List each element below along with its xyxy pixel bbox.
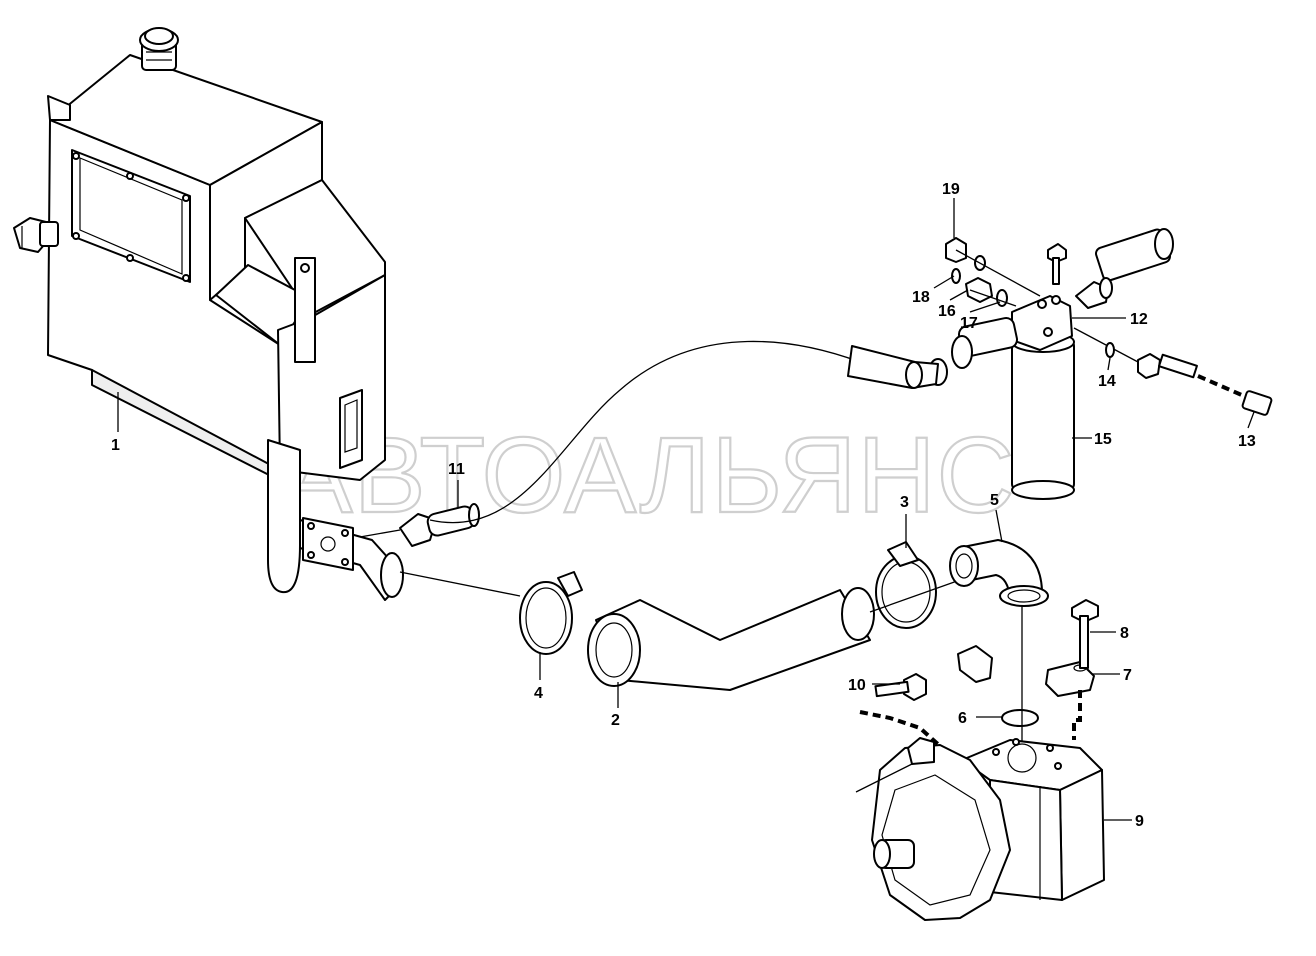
hydraulic-pump xyxy=(871,737,1105,921)
callout-17: 17 xyxy=(960,315,978,332)
return-line-path xyxy=(429,340,861,524)
callout-6: 6 xyxy=(958,710,967,727)
elbow-fitting xyxy=(949,539,1049,607)
callout-labels: 1 2 3 4 5 6 7 8 9 10 11 12 13 14 15 16 1… xyxy=(111,181,1256,830)
callout-2: 2 xyxy=(611,712,620,729)
callout-12: 12 xyxy=(1130,311,1148,328)
callout-4: 4 xyxy=(534,685,543,702)
callout-11: 11 xyxy=(448,461,465,478)
filter-port-fittings xyxy=(1075,228,1174,309)
flange-bolt xyxy=(1071,599,1099,669)
hose-clamp-left xyxy=(519,571,583,655)
callout-16: 16 xyxy=(938,303,956,320)
callout-18: 18 xyxy=(912,289,930,306)
o-ring xyxy=(1001,709,1039,727)
callout-7: 7 xyxy=(1123,667,1132,684)
callout-15: 15 xyxy=(1094,431,1112,448)
callout-19: 19 xyxy=(942,181,960,198)
callout-8: 8 xyxy=(1120,625,1129,642)
callout-3: 3 xyxy=(900,494,909,511)
sealing-washer xyxy=(1105,342,1115,358)
filter-plugs-and-seals xyxy=(945,237,1008,307)
callout-leaders xyxy=(117,198,1255,821)
pressure-sensor xyxy=(1137,353,1273,416)
suction-line-path xyxy=(399,571,521,597)
callout-9: 9 xyxy=(1135,813,1144,830)
watermark-text: АВТОАЛЬЯНС xyxy=(281,414,1016,535)
hose-clamp-right xyxy=(875,541,937,629)
breather-fitting xyxy=(399,503,480,547)
return-hose-end xyxy=(847,345,939,389)
filter-head-bolt xyxy=(1047,243,1067,285)
pump-bolt xyxy=(874,673,927,701)
suction-hose xyxy=(587,587,875,691)
callout-5: 5 xyxy=(990,492,999,509)
callout-1: 1 xyxy=(111,437,120,454)
callout-14: 14 xyxy=(1098,373,1116,390)
callout-13: 13 xyxy=(1238,433,1256,450)
callout-10: 10 xyxy=(848,677,866,694)
flange-clamp xyxy=(957,645,1095,697)
hydraulic-tank xyxy=(13,27,404,601)
